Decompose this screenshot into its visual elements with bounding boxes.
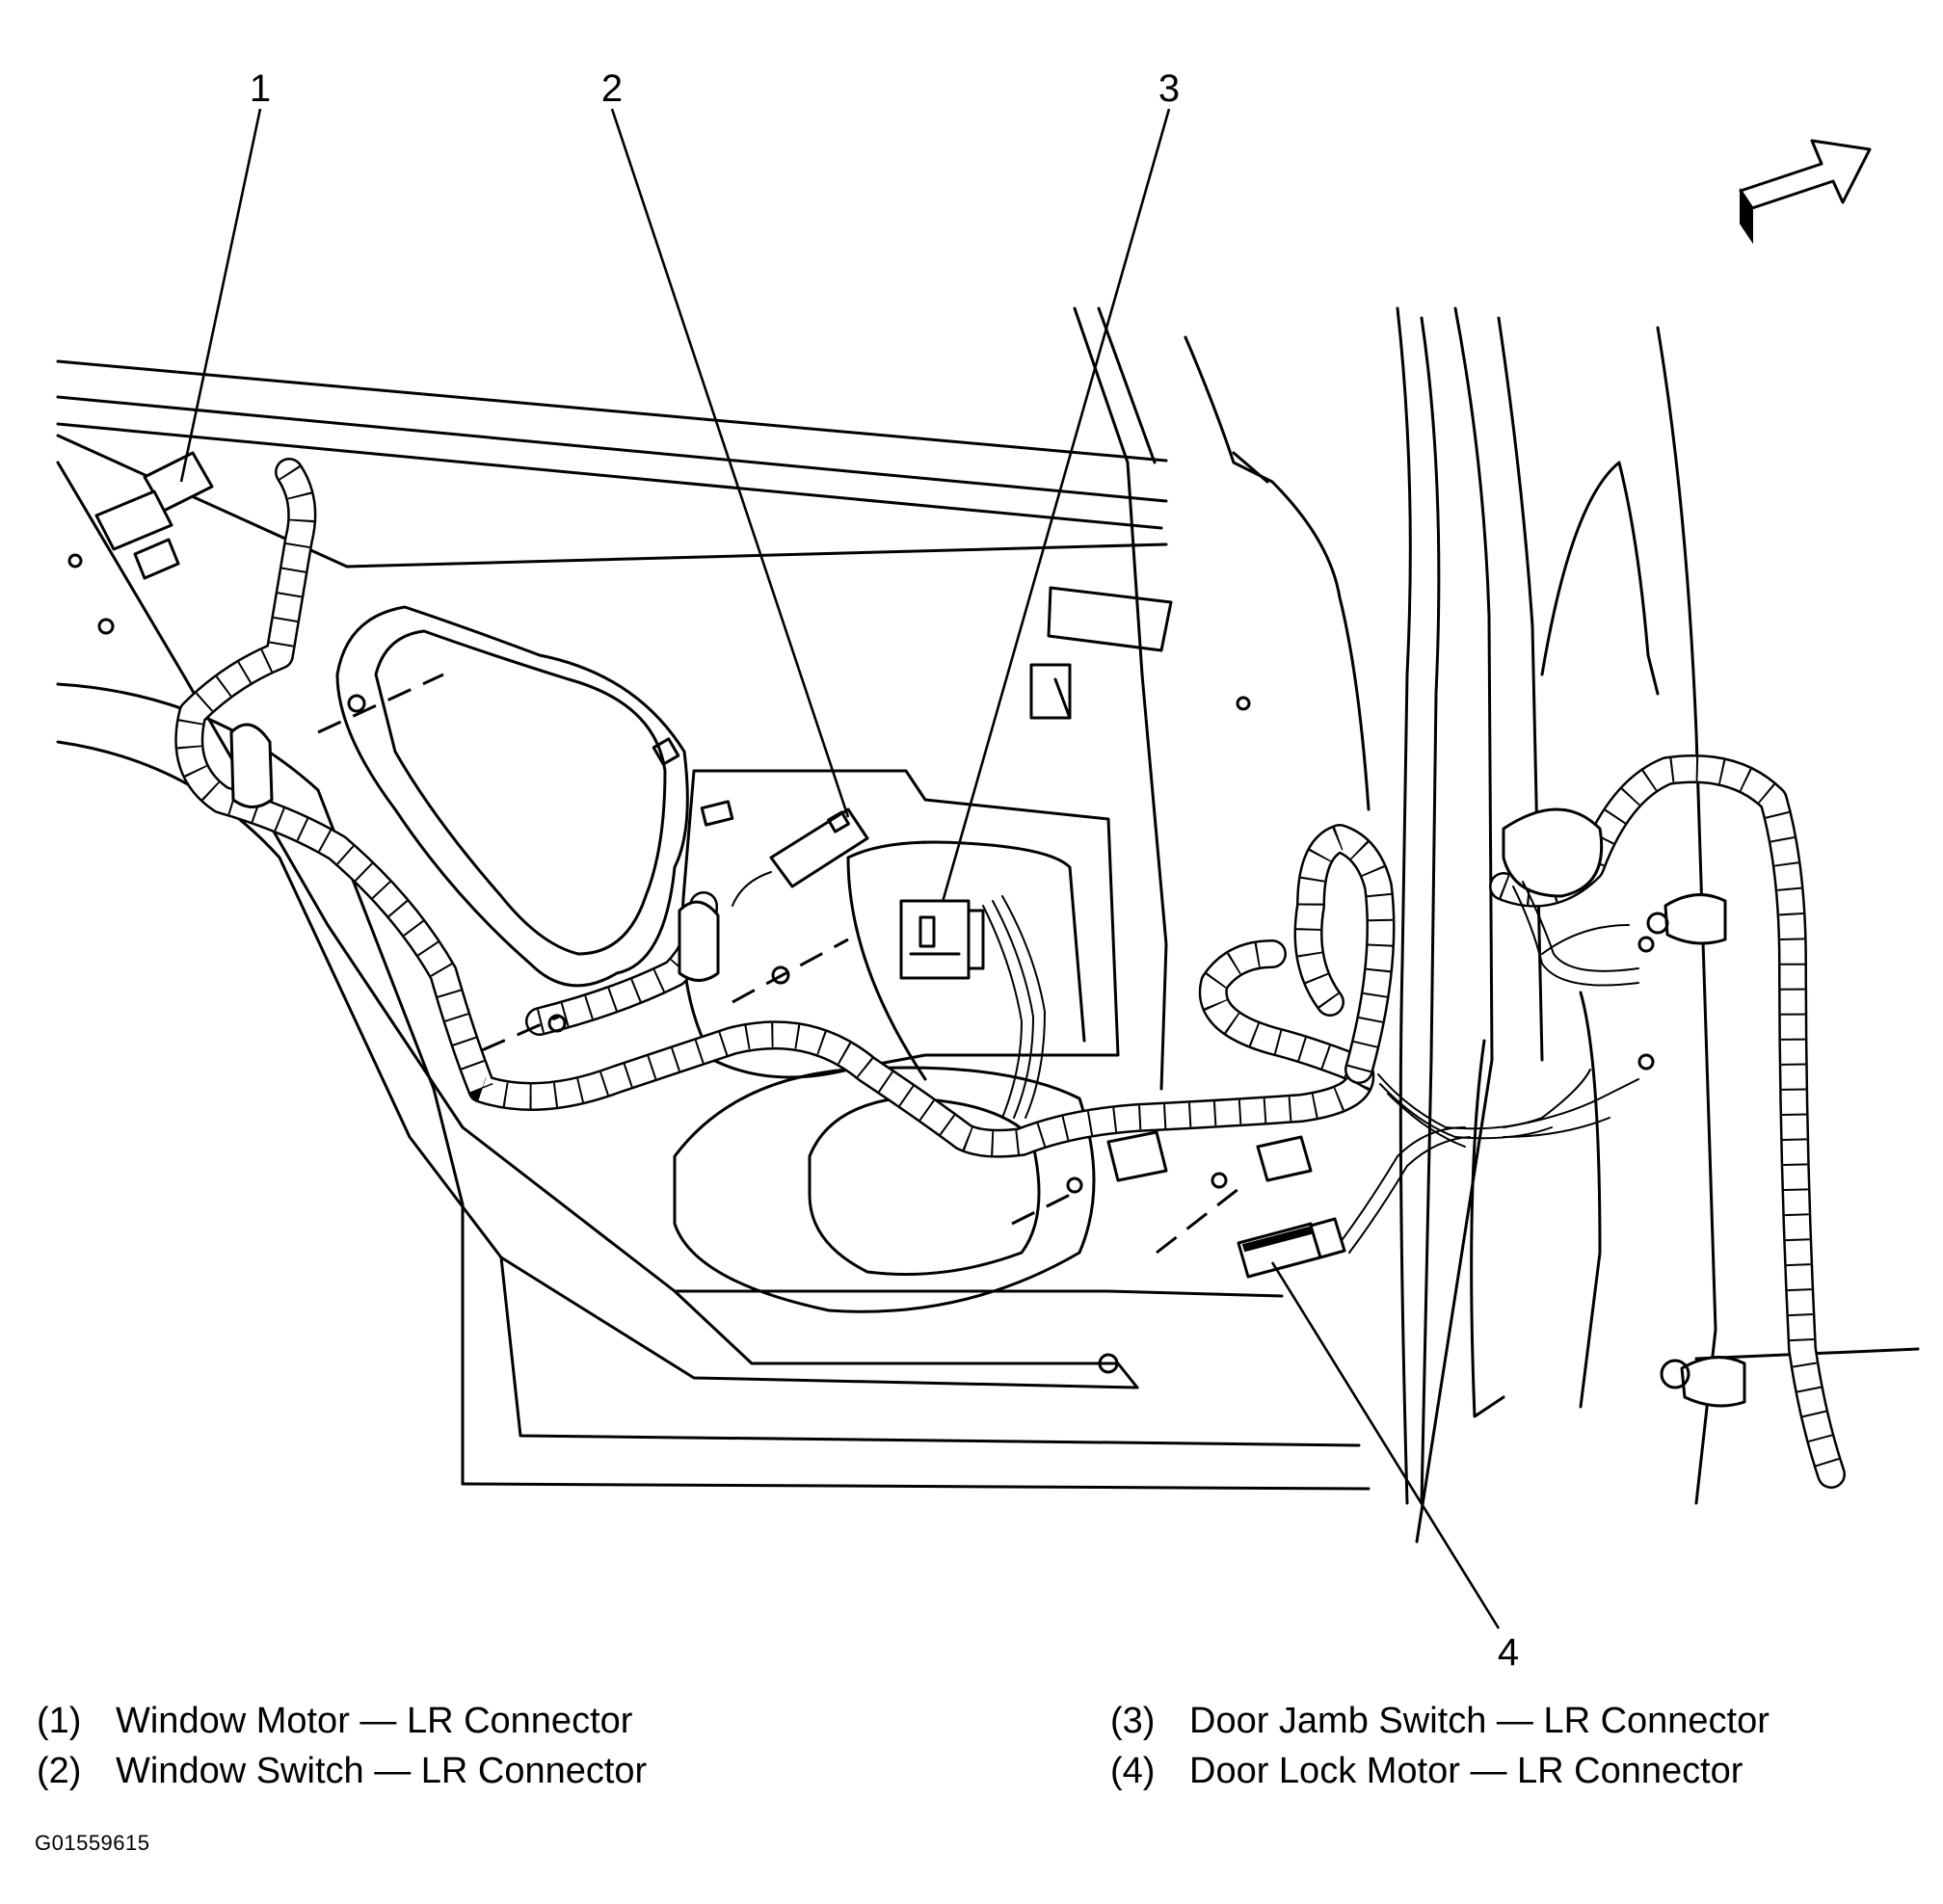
- legend-item: (2) Window Switch — LR Connector: [37, 1746, 647, 1796]
- legend-label: Window Motor — LR Connector: [116, 1701, 633, 1741]
- mounting-lines: [317, 673, 1244, 1255]
- legend-number: (1): [37, 1701, 82, 1741]
- connector-3: [899, 899, 985, 980]
- callout-1: 1: [250, 67, 271, 110]
- body-pillar: [1184, 306, 1920, 1544]
- legend-number: (2): [37, 1751, 82, 1791]
- callout-4: 4: [1498, 1631, 1519, 1674]
- legend-number: (3): [1110, 1701, 1156, 1741]
- legend-label: Window Switch — LR Connector: [116, 1751, 648, 1791]
- legend-item: (4) Door Lock Motor — LR Connector: [1110, 1746, 1770, 1796]
- connector-4: [1106, 1130, 1346, 1279]
- legend-item: (1) Window Motor — LR Connector: [37, 1696, 647, 1746]
- legend-number: (4): [1110, 1751, 1156, 1791]
- door-harness-diagram: 1 2 3 4: [56, 67, 1920, 1674]
- leader-lines: [179, 108, 1501, 1629]
- callout-3: 3: [1158, 67, 1180, 110]
- legend-right: (3) Door Jamb Switch — LR Connector (4) Do…: [1110, 1696, 1770, 1796]
- figure-code: G01559615: [35, 1831, 150, 1855]
- callout-2: 2: [601, 67, 623, 110]
- legend-label: Door Lock Motor — LR Connector: [1189, 1751, 1743, 1791]
- connector-1: [94, 451, 214, 580]
- legend-left: (1) Window Motor — LR Connector (2) Window…: [37, 1696, 647, 1796]
- legend-item: (3) Door Jamb Switch — LR Connector: [1110, 1696, 1770, 1746]
- wire-harness: [174, 458, 1846, 1489]
- legend-label: Door Jamb Switch — LR Connector: [1189, 1701, 1770, 1741]
- forward-arrow-icon: [1739, 139, 1872, 245]
- connector-2: [732, 807, 869, 907]
